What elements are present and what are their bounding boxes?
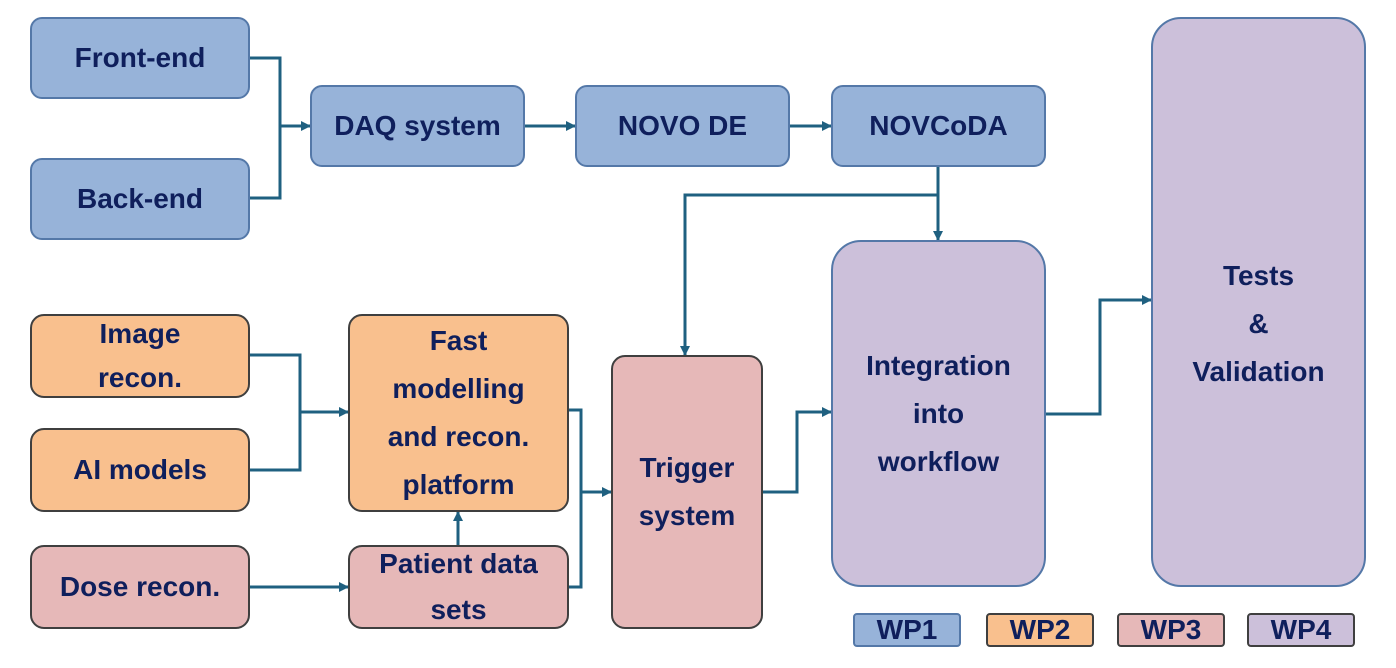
integration-label-line-1: Integration <box>866 349 1011 381</box>
trigger-system-label-line-2: system <box>638 500 736 531</box>
arrow-ai-to-fast <box>250 412 302 472</box>
novcoda-box: NOVCoDA <box>831 85 1046 167</box>
arrow-novcoda-to-trigger <box>680 193 938 356</box>
dose-recon-box: Dose recon. <box>30 545 250 629</box>
arrow-image-to-fast <box>250 353 349 417</box>
arrow-patient-to-trigger <box>569 492 583 589</box>
legend-wp4: WP4 <box>1247 613 1355 647</box>
dose-recon-label: Dose recon. <box>59 571 221 602</box>
novo-de-box: NOVO DE <box>575 85 790 167</box>
tests-label-line-2: & <box>1248 308 1269 339</box>
trigger-system-label-line-1: Trigger <box>639 452 735 483</box>
daq-system-box: DAQ system <box>310 85 525 167</box>
back-end-box: Back-end <box>30 158 250 240</box>
patient-data-label-line-1: Patient data <box>379 548 538 579</box>
arrow-integration-to-tests <box>1046 295 1152 416</box>
back-end-label: Back-end <box>76 183 204 214</box>
front-end-box: Front-end <box>30 17 250 99</box>
image-recon-label-line-2: recon. <box>97 362 183 393</box>
fast-modelling-box: Fast modelling and recon. platform <box>348 314 569 512</box>
ai-models-box: AI models <box>30 428 250 512</box>
fast-modelling-label-line-4: platform <box>402 469 515 500</box>
legend-wp2: WP2 <box>986 613 1094 647</box>
arrow-fast-to-trigger <box>569 408 612 497</box>
integration-box: Integration into workflow <box>831 240 1046 587</box>
legend-wp3: WP3 <box>1117 613 1225 647</box>
trigger-system-box: Trigger system <box>611 355 763 629</box>
integration-label-line-3: workflow <box>877 445 1000 477</box>
legend-wp1-label: WP1 <box>876 614 938 645</box>
patient-data-label-line-2: sets <box>430 594 487 625</box>
fast-modelling-label-line-1: Fast <box>429 325 488 356</box>
ai-models-label: AI models <box>73 454 207 485</box>
image-recon-label-line-1: Image <box>99 318 181 349</box>
fast-modelling-label-line-3: and recon. <box>387 421 530 452</box>
legend-wp4-label: WP4 <box>1270 614 1332 645</box>
fast-modelling-label-line-2: modelling <box>392 373 525 404</box>
novcoda-label: NOVCoDA <box>869 110 1008 141</box>
tests-label-line-3: Validation <box>1192 356 1325 387</box>
daq-system-label: DAQ system <box>334 110 501 141</box>
legend-wp1: WP1 <box>853 613 961 647</box>
patient-data-box: Patient data sets <box>348 545 569 629</box>
legend-wp3-label: WP3 <box>1140 614 1202 645</box>
tests-label-line-1: Tests <box>1222 260 1295 291</box>
integration-label-line-2: into <box>912 397 965 429</box>
novo-de-label: NOVO DE <box>617 110 748 141</box>
arrow-trigger-to-integration <box>763 407 832 494</box>
legend-wp2-label: WP2 <box>1009 614 1071 645</box>
tests-validation-box: Tests & Validation <box>1151 17 1366 587</box>
arrow-frontend-to-daq <box>250 56 311 131</box>
arrow-backend-to-daq <box>250 126 282 200</box>
front-end-label: Front-end <box>74 42 206 73</box>
image-recon-box: Image recon. <box>30 314 250 398</box>
